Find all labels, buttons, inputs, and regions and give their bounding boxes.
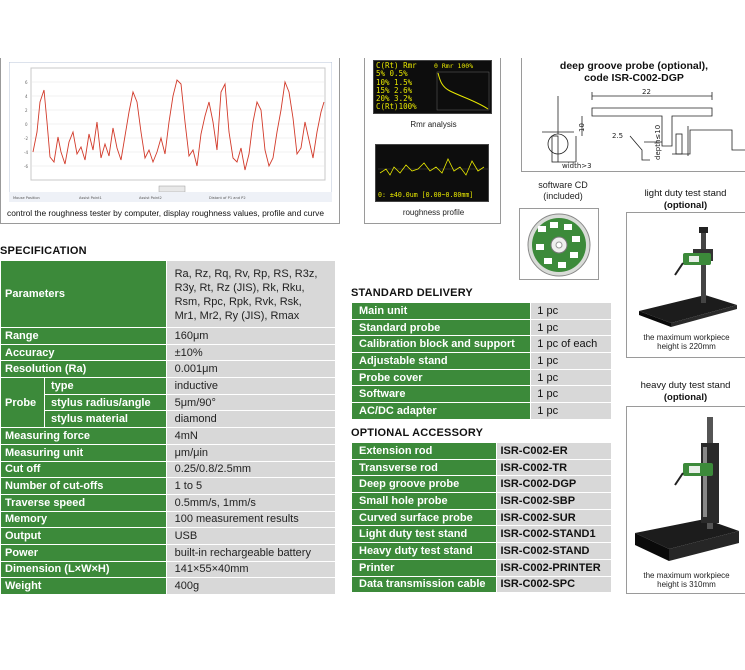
cd-disc-icon bbox=[527, 213, 591, 277]
profile-caption: roughness profile bbox=[402, 208, 465, 217]
rmr-caption: Rmr analysis bbox=[410, 120, 457, 129]
svg-text:Mouse Position: Mouse Position bbox=[13, 196, 40, 200]
heavy-stand-caption: the maximum workpiece height is 310mm bbox=[643, 571, 730, 589]
light-stand-image bbox=[639, 227, 737, 327]
specification-table: Parameters Ra, Rz, Rq, Rv, Rp, RS, R3z, … bbox=[0, 260, 337, 595]
svg-text:4: 4 bbox=[25, 94, 28, 99]
rmr-screen: C(Rt) Rmr 5% 0.5% 10% 1.5% 15% 2.6% 20% … bbox=[373, 60, 492, 114]
analysis-panel: C(Rt) Rmr 5% 0.5% 10% 1.5% 15% 2.6% 20% … bbox=[364, 58, 501, 224]
light-stand-caption: the maximum workpiece height is 220mm bbox=[643, 333, 730, 351]
software-cd-panel bbox=[519, 208, 599, 280]
deep-groove-drawing: 22 10 2.5 width>3 depth≤10 bbox=[542, 88, 745, 170]
heavy-stand-panel: the maximum workpiece height is 310mm bbox=[626, 406, 745, 594]
svg-text:0: 0 bbox=[25, 122, 28, 127]
spec-value: Ra, Rz, Rq, Rv, Rp, RS, R3z, R3y, Rt, Rz… bbox=[165, 260, 337, 328]
profile-screen: 0: ±40.0um [0.00~0.80mm] bbox=[375, 144, 489, 202]
standard-delivery-title: STANDARD DELIVERY bbox=[351, 287, 473, 299]
light-stand-title: light duty test stand (optional) bbox=[644, 188, 727, 211]
heavy-stand-title: heavy duty test stand (optional) bbox=[640, 380, 731, 403]
svg-text:-4: -4 bbox=[24, 150, 28, 155]
dim-22: 22 bbox=[642, 88, 651, 96]
table-row: Accuracy±10% bbox=[0, 343, 337, 362]
light-stand-panel: the maximum workpiece height is 220mm bbox=[626, 212, 745, 358]
table-row: Probe type inductive bbox=[0, 377, 337, 429]
table-row: Dimension (L×W×H)141×55×40mm bbox=[0, 560, 337, 579]
roughness-curve bbox=[32, 79, 325, 171]
software-cd-title: software CD (included) bbox=[538, 180, 588, 201]
svg-text:-2: -2 bbox=[24, 136, 28, 141]
svg-text:Assist Point2: Assist Point2 bbox=[139, 196, 162, 200]
table-row: Resolution (Ra)0.001μm bbox=[0, 360, 337, 379]
svg-text:2: 2 bbox=[25, 108, 28, 113]
deep-groove-title: deep groove probe (optional), code ISR-C… bbox=[559, 60, 709, 84]
dim-10: 10 bbox=[578, 123, 586, 132]
heavy-stand-image bbox=[635, 417, 739, 561]
dim-width: width>3 bbox=[562, 162, 592, 170]
spec-label: Parameters bbox=[0, 260, 167, 328]
svg-text:6: 6 bbox=[25, 80, 28, 85]
dim-2-5: 2.5 bbox=[612, 132, 623, 140]
probe-label: Probe bbox=[0, 377, 45, 429]
optional-accessory-title: OPTIONAL ACCESSORY bbox=[351, 427, 484, 439]
software-caption: control the roughness tester by computer… bbox=[7, 208, 325, 218]
svg-text:Assist Point1: Assist Point1 bbox=[79, 196, 102, 200]
table-row: Parameters Ra, Rz, Rq, Rv, Rp, RS, R3z, … bbox=[0, 260, 337, 328]
deep-groove-panel: deep groove probe (optional), code ISR-C… bbox=[521, 58, 745, 172]
svg-text:-6: -6 bbox=[24, 164, 28, 169]
specification-title: SPECIFICATION bbox=[0, 245, 87, 257]
svg-text:Distant of P1 and P2: Distant of P1 and P2 bbox=[209, 196, 246, 200]
dim-depth: depth≤10 bbox=[654, 125, 662, 160]
